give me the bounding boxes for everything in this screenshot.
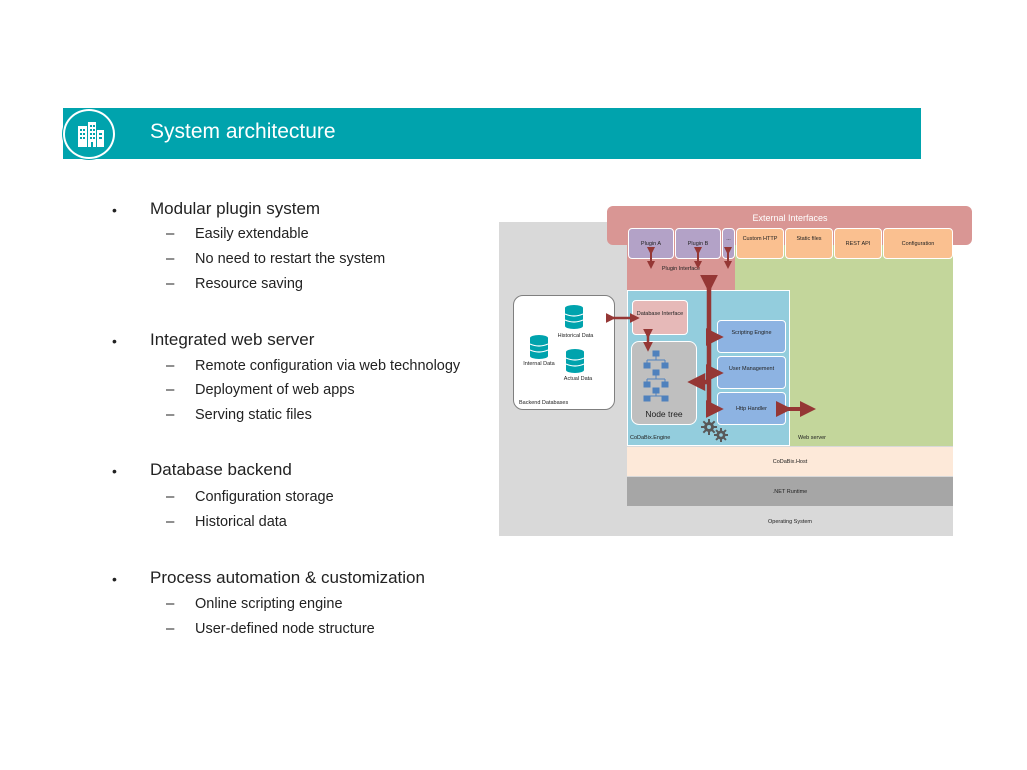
plugin-b-label: Plugin B bbox=[687, 241, 709, 247]
node-tree-label: Node tree bbox=[645, 409, 683, 419]
bullet-marker: • bbox=[112, 333, 117, 349]
section-title: Database backend bbox=[150, 460, 292, 479]
dash-marker: – bbox=[166, 488, 175, 505]
plugin-interface-label: Plugin Interface bbox=[661, 266, 701, 272]
page-title: System architecture bbox=[150, 120, 336, 143]
section-item: Deployment of web apps bbox=[195, 382, 355, 398]
custom-http-box bbox=[736, 228, 784, 259]
section-item: Remote configuration via web technology bbox=[195, 358, 461, 374]
section-item: Historical data bbox=[195, 514, 287, 530]
custom-http-label: Custom HTTP bbox=[742, 236, 778, 242]
dash-marker: – bbox=[166, 381, 175, 398]
net-runtime-label: .NET Runtime bbox=[772, 489, 808, 495]
section-item: Online scripting engine bbox=[195, 596, 343, 612]
internal-data-label: Internal Data bbox=[523, 361, 555, 367]
host-label: CoDaBix.Host bbox=[772, 459, 808, 465]
actual-data-label: Actual Data bbox=[563, 376, 593, 382]
operating-system-label: Operating System bbox=[767, 519, 813, 525]
engine-label: CoDaBix.Engine bbox=[630, 435, 671, 441]
dash-marker: – bbox=[166, 225, 175, 242]
section-title: Integrated web server bbox=[150, 330, 315, 349]
historical-data-label: Historical Data bbox=[557, 333, 594, 339]
dash-marker: – bbox=[166, 275, 175, 292]
net-runtime-layer bbox=[627, 477, 953, 506]
user-management-box bbox=[717, 356, 786, 389]
buildings-icon bbox=[63, 109, 115, 159]
section-item: User-defined node structure bbox=[195, 621, 375, 637]
internal-db-icon bbox=[529, 335, 549, 359]
configuration-box bbox=[883, 228, 953, 259]
section-title: Process automation & customization bbox=[150, 568, 425, 587]
scripting-engine-label: Scripting Engine bbox=[731, 330, 772, 336]
section-item: Configuration storage bbox=[195, 489, 334, 505]
static-files-box bbox=[785, 228, 833, 259]
rest-api-label: REST API bbox=[845, 241, 871, 247]
bullet-marker: • bbox=[112, 202, 117, 218]
section-item: Serving static files bbox=[195, 407, 312, 423]
bullet-marker: • bbox=[112, 463, 117, 479]
plugin-more-label: ... bbox=[726, 236, 731, 242]
section-item: No need to restart the system bbox=[195, 251, 386, 267]
backend-databases-label: Backend Databases bbox=[519, 400, 569, 406]
bullet-marker: • bbox=[112, 571, 117, 587]
dash-marker: – bbox=[166, 595, 175, 612]
historical-db-icon bbox=[564, 305, 584, 329]
plugin-a-label: Plugin A bbox=[640, 241, 662, 247]
dash-marker: – bbox=[166, 620, 175, 637]
tree-hierarchy-icon bbox=[643, 350, 669, 402]
title-banner bbox=[63, 108, 921, 159]
database-interface-label: Database Interface bbox=[636, 311, 684, 317]
section-item: Easily extendable bbox=[195, 226, 309, 242]
gears-icon bbox=[701, 419, 728, 442]
user-management-label: User Management bbox=[728, 366, 775, 372]
section-item: Resource saving bbox=[195, 276, 303, 292]
web-server-label: Web server bbox=[798, 435, 827, 441]
static-files-label: Static files bbox=[796, 236, 822, 242]
dash-marker: – bbox=[166, 406, 175, 423]
http-handler-label: Http Handler bbox=[736, 406, 767, 412]
dash-marker: – bbox=[166, 250, 175, 267]
dash-marker: – bbox=[166, 513, 175, 530]
host-layer bbox=[627, 447, 953, 476]
rest-api-box bbox=[834, 228, 882, 259]
scripting-engine-box bbox=[717, 320, 786, 353]
section-title: Modular plugin system bbox=[150, 199, 321, 218]
dash-marker: – bbox=[166, 357, 175, 374]
actual-db-icon bbox=[565, 349, 585, 373]
external-interfaces-label: External Interfaces bbox=[752, 213, 828, 223]
configuration-label: Configuration bbox=[901, 241, 935, 247]
